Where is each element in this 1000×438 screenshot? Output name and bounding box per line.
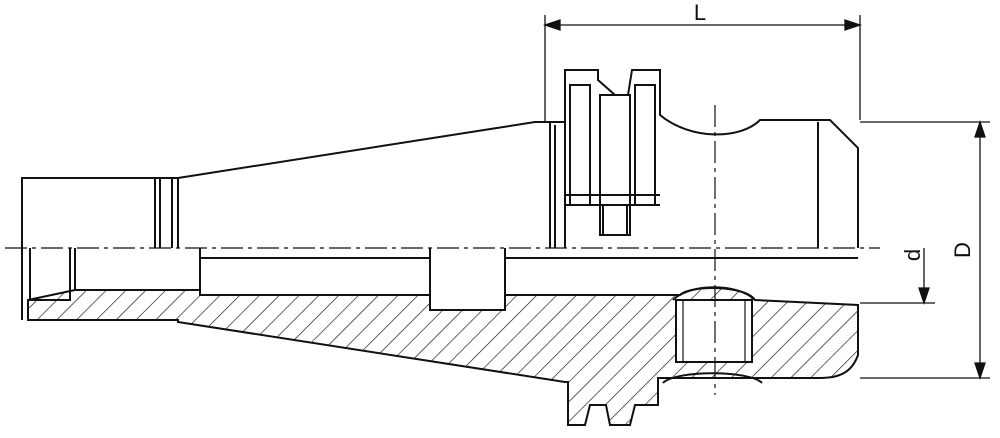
threaded-hole <box>675 299 753 363</box>
section-hatch <box>27 287 859 426</box>
dimension-outer <box>860 119 990 381</box>
label-bore-diameter: d <box>900 249 925 261</box>
label-outer-diameter: D <box>950 242 975 258</box>
part-outline <box>21 69 859 320</box>
dimension-bore <box>860 248 935 306</box>
dimension-length <box>542 15 863 122</box>
center-lines <box>5 105 880 395</box>
label-length: L <box>694 0 706 25</box>
